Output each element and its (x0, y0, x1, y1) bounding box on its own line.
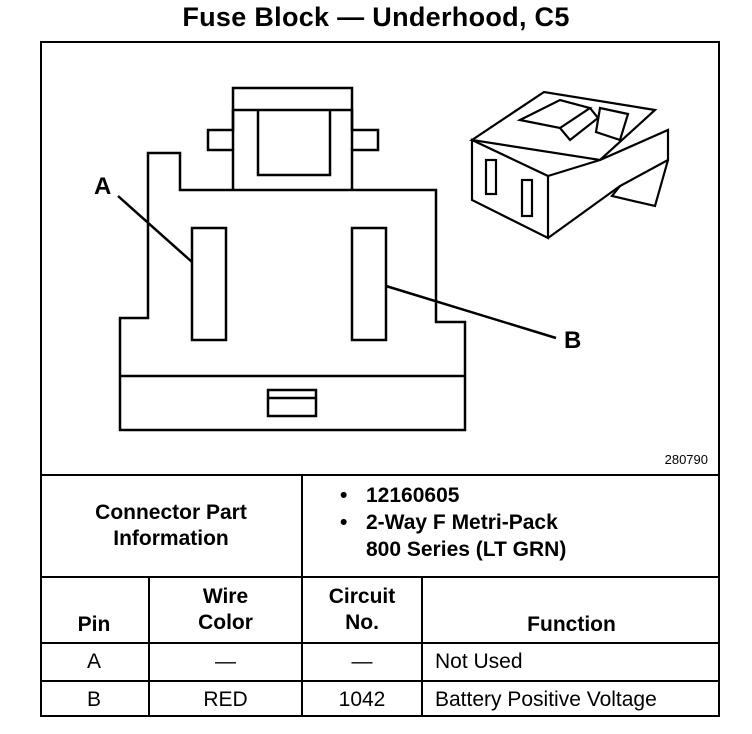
terminal-slot-a (190, 226, 228, 342)
header-wire-line2: Color (198, 611, 253, 634)
row-a-wire-color: — (215, 650, 236, 673)
callout-a-label: A (94, 173, 111, 200)
header-divider (40, 642, 720, 644)
bullet-marker: • (340, 484, 348, 507)
base-tab (266, 388, 318, 418)
header-circuit-line1: Circuit (328, 585, 396, 608)
connector-info-list: • 12160605 • 2-Way F Metri-Pack 800 Seri… (340, 482, 566, 563)
connector-info-label: Connector Part Information (40, 476, 302, 576)
list-item: 800 Series (LT GRN) (340, 536, 566, 563)
bullet-text: 800 Series (LT GRN) (366, 538, 567, 561)
row-a-circuit: — (351, 650, 373, 673)
callout-b-leader (385, 284, 557, 340)
bullet-text: 12160605 (366, 484, 460, 507)
connector-latch (206, 86, 380, 190)
drawing-divider (40, 474, 720, 476)
header-function: Function (423, 578, 720, 642)
header-circuit: Circuit No. (303, 578, 421, 642)
list-item: • 2-Way F Metri-Pack (340, 509, 566, 536)
row-b-pin: B (86, 687, 101, 711)
info-divider (40, 576, 720, 578)
col-divider-3 (421, 576, 423, 717)
row-b-wire-color: RED (203, 687, 248, 711)
connector-table-frame (40, 41, 720, 717)
header-wire-line1: Wire (202, 585, 249, 608)
header-wire-color: Wire Color (150, 578, 301, 642)
row-b-function: Battery Positive Voltage (435, 687, 657, 711)
bullet-text: 2-Way F Metri-Pack (366, 511, 558, 534)
header-function-text: Function (527, 613, 616, 636)
connector-info-label-line1: Connector Part (95, 501, 247, 524)
connector-body-outline (118, 151, 467, 432)
row-b-circuit: 1042 (338, 687, 386, 711)
header-pin: Pin (40, 578, 148, 642)
callout-a-leader (117, 195, 193, 263)
bullet-marker (340, 536, 366, 563)
bullet-marker: • (340, 511, 348, 534)
list-item: • 12160605 (340, 482, 566, 509)
page-title: Fuse Block — Underhood, C5 (182, 2, 570, 32)
row-a-pin: A (86, 650, 101, 673)
col-divider-2 (301, 576, 303, 717)
info-vertical-divider (301, 474, 303, 578)
row-a-function: Not Used (435, 650, 523, 673)
header-pin-text: Pin (77, 613, 111, 636)
callout-b-label: B (564, 327, 581, 354)
connector-info-label-line2: Information (113, 527, 229, 550)
row-divider (40, 680, 720, 682)
connector-isometric-view (469, 90, 670, 240)
drawing-code: 280790 (664, 452, 708, 467)
col-divider-1 (148, 576, 150, 717)
terminal-slot-b (350, 226, 388, 342)
header-circuit-line2: No. (345, 611, 379, 634)
